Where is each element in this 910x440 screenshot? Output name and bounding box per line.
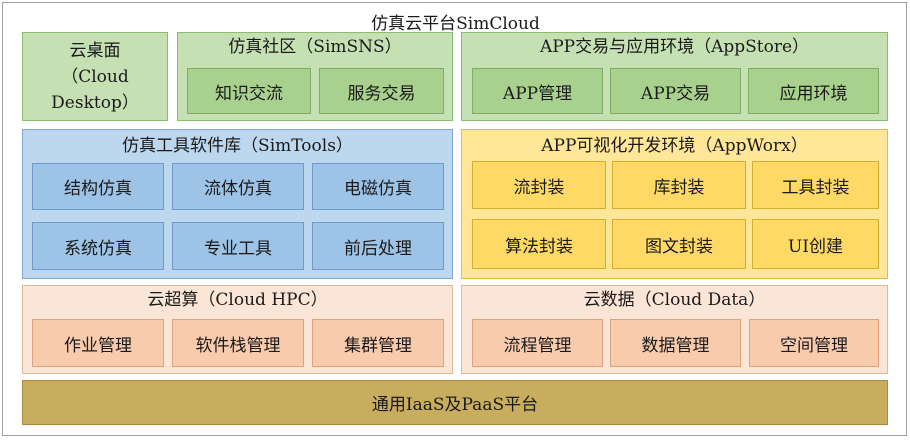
simtools-title: 仿真工具软件库（SimTools） — [122, 136, 353, 156]
simtools-panel: 仿真工具软件库（SimTools） 结构仿真 流体仿真 电磁仿真 系统仿真 专业… — [22, 129, 453, 279]
simsns-title: 仿真社区（SimSNS） — [228, 37, 402, 57]
data-item-process: 流程管理 — [472, 319, 603, 367]
hpc-item-stack: 软件栈管理 — [172, 319, 304, 367]
cloud-data-title: 云数据（Cloud Data） — [583, 290, 766, 310]
simtools-item-structure: 结构仿真 — [32, 163, 164, 210]
appworx-item-algo: 算法封装 — [472, 219, 606, 269]
cloud-hpc-title: 云超算（Cloud HPC） — [147, 290, 328, 310]
cloud-desktop-panel: 云桌面 （Cloud Desktop） — [22, 32, 168, 121]
cloud-hpc-panel: 云超算（Cloud HPC） 作业管理 软件栈管理 集群管理 — [22, 285, 453, 374]
iaas-paas-base: 通用IaaS及PaaS平台 — [22, 380, 888, 425]
simtools-item-prepost: 前后处理 — [312, 222, 444, 270]
cloud-data-panel: 云数据（Cloud Data） 流程管理 数据管理 空间管理 — [461, 285, 888, 374]
appstore-item-manage: APP管理 — [472, 68, 603, 114]
appworx-item-ui: UI创建 — [752, 219, 879, 269]
appstore-item-trade: APP交易 — [610, 68, 741, 114]
simtools-item-fluid: 流体仿真 — [172, 163, 304, 210]
cloud-desktop-line1: 云桌面 — [69, 40, 121, 61]
cloud-desktop-label: 云桌面 （Cloud Desktop） — [23, 33, 167, 120]
data-item-space: 空间管理 — [749, 319, 879, 367]
appworx-item-graphic: 图文封装 — [612, 219, 746, 269]
appstore-title: APP交易与应用环境（AppStore） — [539, 37, 810, 57]
appworx-panel: APP可视化开发环境（AppWorx） 流封装 库封装 工具封装 算法封装 图文… — [461, 129, 888, 279]
simsns-panel: 仿真社区（SimSNS） 知识交流 服务交易 — [177, 32, 453, 121]
simsns-item-knowledge: 知识交流 — [187, 68, 311, 114]
appstore-panel: APP交易与应用环境（AppStore） APP管理 APP交易 应用环境 — [461, 32, 888, 121]
appworx-item-lib: 库封装 — [612, 161, 746, 209]
cloud-desktop-line2: （Cloud Desktop） — [51, 66, 139, 113]
simtools-item-pro: 专业工具 — [172, 222, 304, 270]
simtools-item-system: 系统仿真 — [32, 222, 164, 270]
diagram-title: 仿真云平台SimCloud — [371, 14, 540, 34]
hpc-item-job: 作业管理 — [32, 319, 164, 367]
hpc-item-cluster: 集群管理 — [312, 319, 444, 367]
data-item-data: 数据管理 — [610, 319, 741, 367]
simtools-item-em: 电磁仿真 — [312, 163, 444, 210]
simsns-item-service: 服务交易 — [319, 68, 444, 114]
appworx-item-flow: 流封装 — [472, 161, 606, 209]
appworx-title: APP可视化开发环境（AppWorx） — [541, 136, 808, 156]
appworx-item-tool: 工具封装 — [752, 161, 879, 209]
appstore-item-env: 应用环境 — [748, 68, 879, 114]
